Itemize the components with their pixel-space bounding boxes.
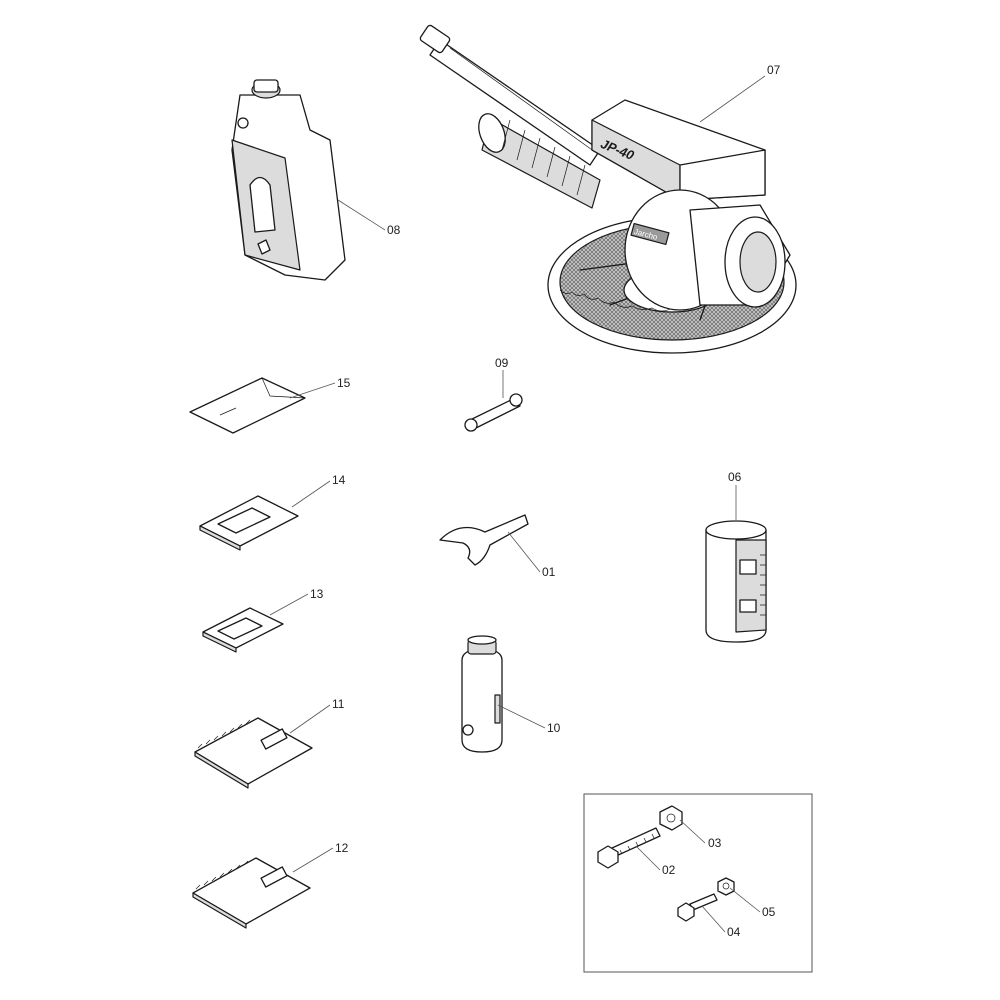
spiral-manual-icon — [192, 857, 311, 929]
small-booklet-icon — [202, 607, 284, 653]
short-bolt-icon — [677, 893, 718, 922]
hardware-group-frame — [583, 793, 813, 973]
part-label-10: 10 — [547, 721, 561, 735]
small-wrench-icon — [464, 393, 523, 432]
bottle-icon — [461, 635, 503, 753]
part-label-04: 04 — [727, 925, 741, 939]
measuring-cup-icon — [705, 520, 767, 643]
part-label-09: 09 — [495, 356, 509, 370]
part-label-03: 03 — [708, 836, 722, 850]
nut-icon — [659, 805, 683, 831]
part-label-01: 01 — [542, 565, 556, 579]
callout-labels: 07 08 15 14 13 11 12 09 01 10 06 03 02 0… — [310, 63, 781, 939]
part-label-14: 14 — [332, 473, 346, 487]
spanner-wrench-icon — [439, 514, 529, 566]
envelope-icon — [189, 377, 306, 434]
long-bolt-icon — [597, 827, 661, 869]
part-label-08: 08 — [387, 223, 401, 237]
spiral-manual-icon — [194, 717, 313, 789]
part-label-07: 07 — [767, 63, 781, 77]
part-label-13: 13 — [310, 587, 324, 601]
part-label-12: 12 — [335, 841, 349, 855]
fuel-tank-icon — [231, 79, 346, 281]
sprinkler-gun-icon: JP-40 Jarcho — [419, 24, 797, 354]
part-label-15: 15 — [337, 376, 351, 390]
part-label-05: 05 — [762, 905, 776, 919]
booklet-icon — [199, 495, 299, 551]
part-label-06: 06 — [728, 470, 742, 484]
small-nut-icon — [717, 877, 735, 896]
part-label-11: 11 — [332, 697, 345, 711]
part-label-02: 02 — [662, 863, 676, 877]
leader-lines — [269, 75, 766, 933]
